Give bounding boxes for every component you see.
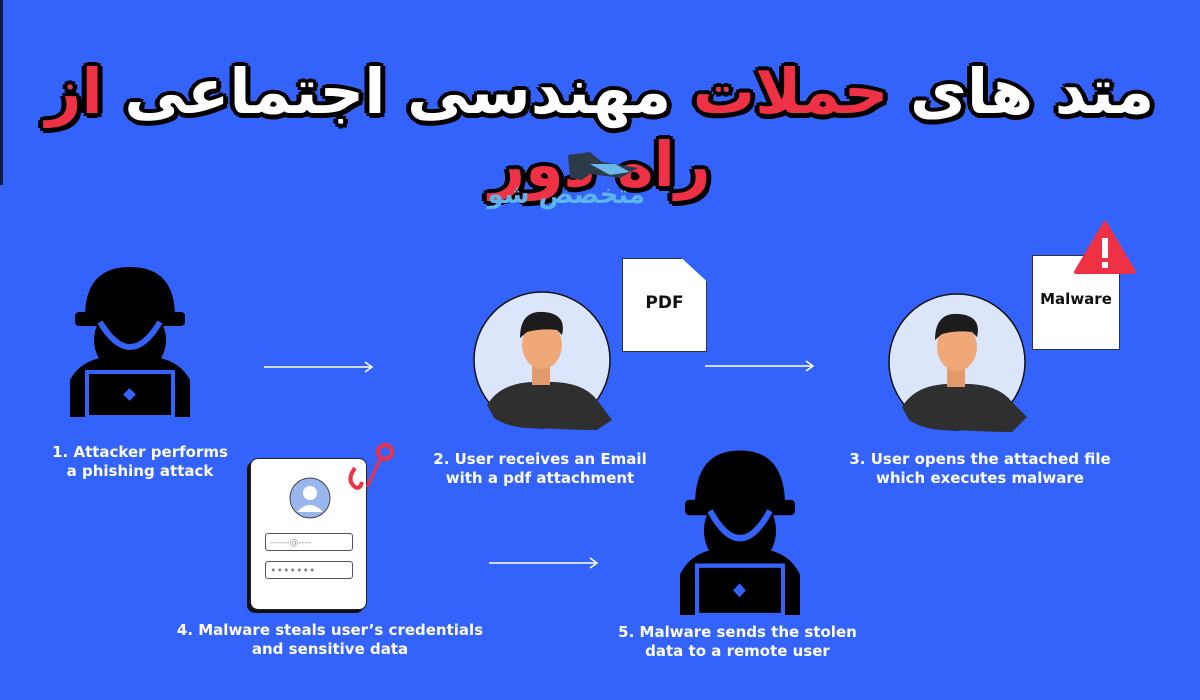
step-5-line-1: 5. Malware sends the stolen [618,623,857,641]
title-part-2: حملات [692,55,889,128]
warning-icon [1074,221,1136,274]
step-1-line-2: a phishing attack [66,462,214,480]
step-5-label: 5. Malware sends the stolen data to a re… [610,623,865,661]
person-icon [888,293,1027,432]
step-2-label: 2. User receives an Email with a pdf att… [420,450,660,488]
arrow-right-icon [264,361,374,373]
step-1-label: 1. Attacker performs a phishing attack [40,443,240,481]
step-4-line-1: 4. Malware steals user’s credentials [176,621,484,639]
left-edge-line [0,0,3,185]
malware-label: Malware [1040,290,1112,308]
password-field: ••••••• [265,561,353,579]
step-3-line-1: 3. User opens the attached file [849,450,1111,468]
step-2-line-2: with a pdf attachment [445,469,635,487]
pdf-document-icon: PDF [622,258,707,352]
arrow-right-icon [489,557,599,569]
hacker-icon [70,267,190,417]
step-4-label: 4. Malware steals user’s credentials and… [170,621,490,659]
step-4-line-2: and sensitive data [251,640,409,658]
arrow-right-icon [705,360,815,372]
avatar-icon [289,477,331,519]
step-3-line-2: which executes malware [875,469,1084,487]
logo-text: متخصص شو [487,180,645,210]
logo-flag-icon [568,152,638,180]
pdf-label: PDF [645,293,684,313]
step-1-line-1: 1. Attacker performs [52,443,228,461]
person-icon [473,291,612,430]
hacker-icon [680,450,800,615]
title-part-3: مهندسی اجتماعی [102,55,693,128]
logo: متخصص شو [487,150,645,220]
login-card-icon: ------@---- ••••••• [250,458,367,610]
title-part-1: متد های [888,55,1155,128]
email-field: ------@---- [265,533,353,551]
step-5-line-2: data to a remote user [645,642,830,660]
step-3-label: 3. User opens the attached file which ex… [845,450,1115,488]
fishing-hook-icon [348,443,394,490]
step-2-line-1: 2. User receives an Email [433,450,647,468]
